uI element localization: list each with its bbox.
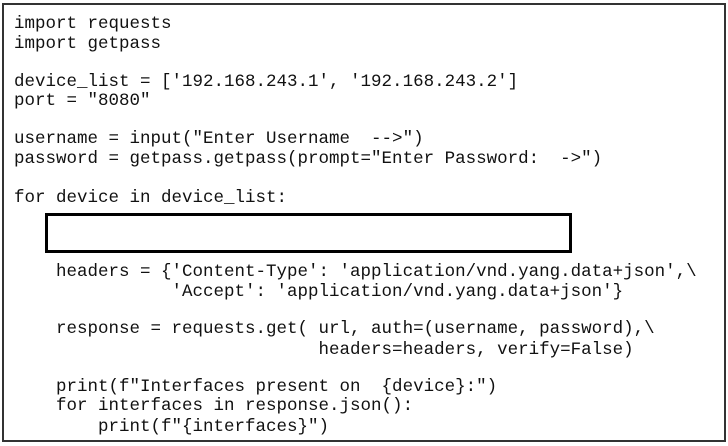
code-line: headers = {'Content-Type': 'application/… (14, 262, 697, 282)
code-line: for interfaces in response.json(): (14, 396, 414, 416)
missing-code-blank-box (45, 213, 572, 253)
code-line: response = requests.get( url, auth=(user… (14, 319, 655, 339)
code-line: print(f"{interfaces}") (14, 417, 330, 437)
code-line: print(f"Interfaces present on {device}:"… (14, 377, 498, 397)
code-line: device_list = ['192.168.243.1', '192.168… (14, 72, 519, 92)
code-line: import getpass (14, 34, 162, 54)
code-line: for device in device_list: (14, 188, 288, 208)
code-line: import requests (14, 14, 172, 34)
code-line: 'Accept': 'application/vnd.yang.data+jso… (14, 282, 624, 302)
code-line: username = input("Enter Username -->") (14, 129, 424, 149)
code-line: port = "8080" (14, 91, 151, 111)
code-snippet-frame: import requests import getpass device_li… (2, 3, 726, 442)
code-line: headers=headers, verify=False) (14, 340, 634, 360)
code-line: password = getpass.getpass(prompt="Enter… (14, 149, 603, 169)
